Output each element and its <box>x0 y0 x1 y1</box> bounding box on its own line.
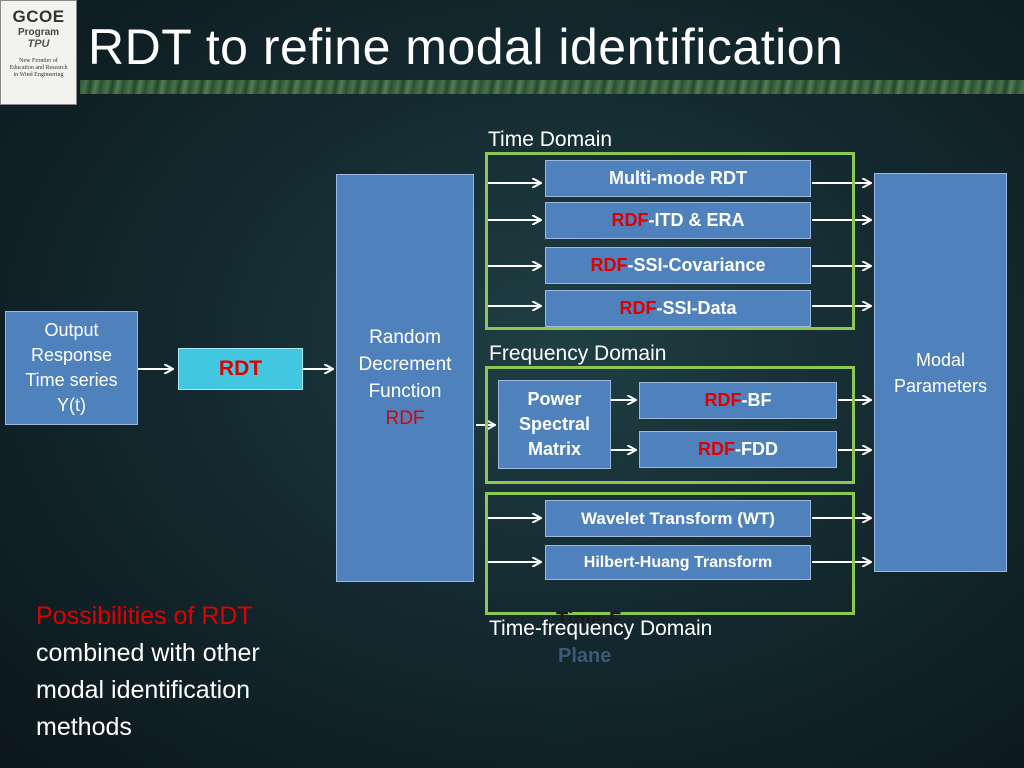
rdf-line-3: Function <box>368 381 442 402</box>
time-frequency-domain-frame <box>485 492 855 615</box>
method-rdf-itd-era: RDF-ITD & ERA <box>545 202 811 239</box>
method-text: -SSI-Data <box>656 298 737 318</box>
method-prefix: RDF <box>698 439 735 459</box>
method-prefix: RDF <box>611 210 649 230</box>
modal-line-1: Modal <box>915 349 966 370</box>
logo-subtitle: New Frontier of Education and Research i… <box>9 58 68 78</box>
method-prefix: RDF <box>619 298 657 318</box>
method-text: -BF <box>741 390 772 410</box>
method-wavelet-transform: Wavelet Transform (WT) <box>545 500 811 537</box>
caption: Possibilities of RDT combined with other… <box>36 598 260 746</box>
input-line-2: Response <box>30 345 113 365</box>
modal-parameters-box: Modal Parameters <box>874 173 1007 572</box>
gcoe-logo: GCOE Program TPU New Frontier of Educati… <box>0 0 77 105</box>
psm-line-1: Power <box>527 389 582 409</box>
method-rdf-ssi-covariance: RDF-SSI-Covariance <box>545 247 811 284</box>
rdf-line-red: RDF <box>385 408 425 429</box>
random-decrement-function-box: Random Decrement Function RDF <box>336 174 474 582</box>
method-text: Multi-mode RDT <box>609 168 747 188</box>
psm-line-2: Spectral <box>518 414 591 434</box>
input-line-4: Y(t) <box>57 395 86 415</box>
psm-line-3: Matrix <box>527 439 581 459</box>
frequency-domain-label: Frequency Domain <box>489 342 667 365</box>
caption-line-2: modal identification <box>36 676 251 704</box>
caption-line-3: methods <box>36 713 132 741</box>
time-domain-frame <box>485 152 855 330</box>
method-text: Wavelet Transform (WT) <box>581 508 775 528</box>
logo-title: GCOE <box>12 7 65 26</box>
time-frequency-domain-label: Time-frequency Domain <box>489 617 713 640</box>
power-spectral-matrix-box: Power Spectral Matrix <box>498 380 611 469</box>
method-hilbert-huang-transform: Hilbert-Huang Transform <box>545 545 811 580</box>
ghost-text-plane: Plane <box>558 645 612 667</box>
method-multi-mode-rdt: Multi-mode RDT <box>545 160 811 197</box>
method-rdf-fdd: RDF-FDD <box>639 431 837 468</box>
rdt-label: RDT <box>218 357 263 380</box>
frequency-domain-frame <box>485 366 855 484</box>
rdt-box: RDT <box>178 348 303 390</box>
method-prefix: RDF <box>590 255 628 275</box>
method-rdf-bf: RDF-BF <box>639 382 837 419</box>
time-domain-label: Time Domain <box>488 128 613 151</box>
caption-line-1: combined with other <box>36 639 260 667</box>
input-line-1: Output <box>44 320 99 340</box>
rdf-line-1: Random <box>369 327 441 348</box>
method-rdf-ssi-data: RDF-SSI-Data <box>545 290 811 327</box>
input-line-3: Time series <box>25 370 118 390</box>
method-prefix: RDF <box>704 390 742 410</box>
header-decoration-band <box>80 80 1024 94</box>
method-text: -SSI-Covariance <box>627 255 766 275</box>
method-text: Hilbert-Huang Transform <box>583 553 773 571</box>
modal-line-2: Parameters <box>893 375 988 396</box>
output-response-box: Output Response Time series Y(t) <box>5 311 138 425</box>
method-text: -ITD & ERA <box>648 210 745 230</box>
logo-tpu: TPU <box>27 38 50 50</box>
caption-red: Possibilities of RDT <box>36 602 253 630</box>
ghost-text-time-f: Time-F <box>556 609 622 631</box>
logo-program: Program <box>17 27 60 38</box>
method-text: -FDD <box>735 439 778 459</box>
rdf-line-2: Decrement <box>358 354 452 375</box>
slide-title: RDT to refine modal identification <box>88 19 844 75</box>
